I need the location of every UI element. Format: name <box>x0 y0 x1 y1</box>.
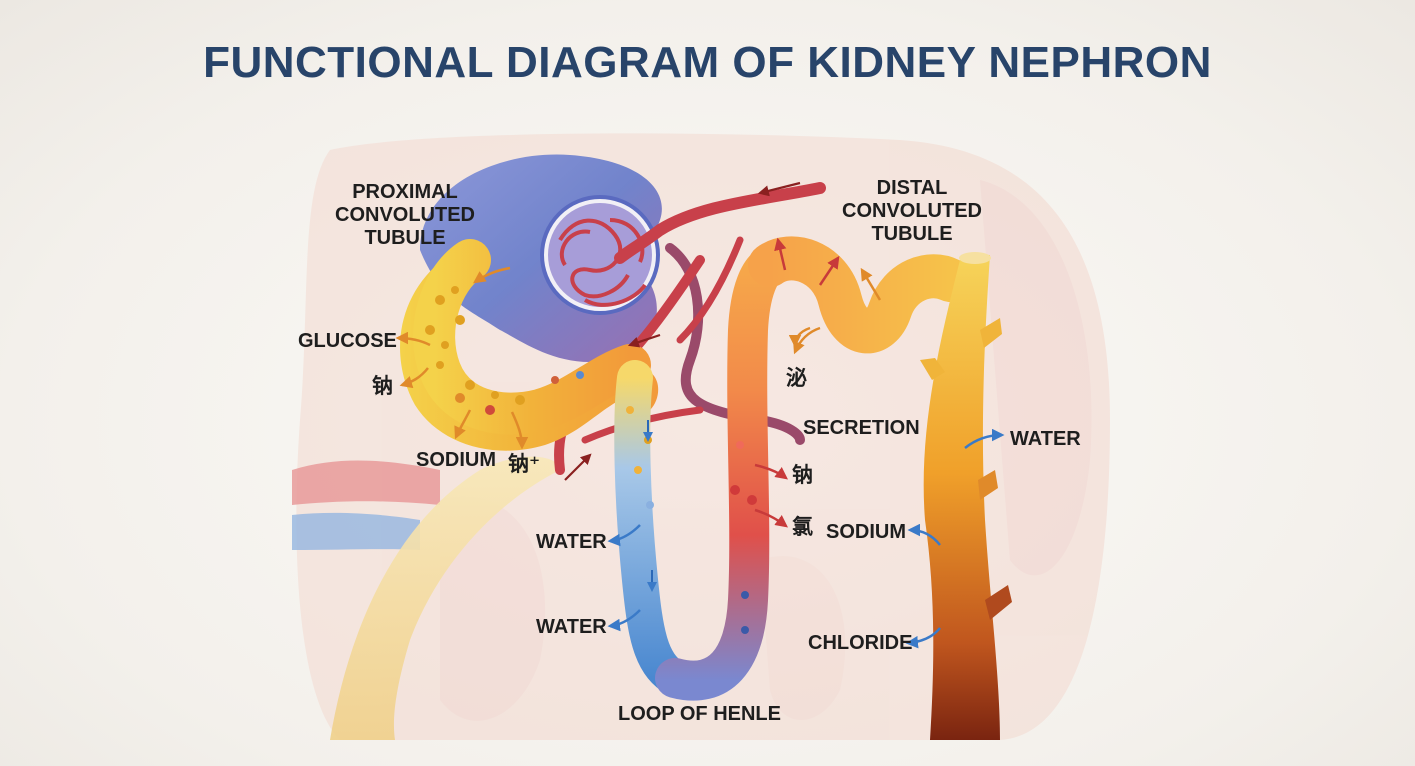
renal-vessels <box>292 460 440 550</box>
label-sodium-right: SODIUM <box>826 521 906 543</box>
ascending-reabsorption-arrows <box>754 463 789 528</box>
label-chloride-cn: 氯 <box>792 515 813 539</box>
label-secretion-cn: 泌 <box>786 366 807 390</box>
diagram-title: FUNCTIONAL DIAGRAM OF KIDNEY NEPHRON <box>203 38 1212 87</box>
label-glucose: GLUCOSE <box>298 330 397 352</box>
dct-arrows <box>774 237 882 355</box>
label-sodium-left: SODIUM <box>416 449 496 471</box>
label-proximal-convoluted-tubule: PROXIMAL CONVOLUTED TUBULE <box>330 181 480 250</box>
label-proximal-line2: CONVOLUTED <box>335 204 475 226</box>
label-secretion: SECRETION <box>803 417 920 439</box>
water-arrows <box>607 428 1005 649</box>
label-water-right: WATER <box>1010 428 1081 450</box>
descending-flow-arrows <box>643 420 657 592</box>
label-distal-convoluted-tubule: DISTAL CONVOLUTED TUBULE <box>832 177 992 246</box>
label-sodium-cn-2: 钠 <box>792 463 813 487</box>
label-sodium-cn-1: 钠 <box>372 374 393 398</box>
label-distal-line2: CONVOLUTED <box>842 200 982 222</box>
descending-limb <box>614 360 693 696</box>
label-sodium-ion-cn: 钠⁺ <box>508 452 541 476</box>
label-loop-of-henle: LOOP OF HENLE <box>618 703 781 725</box>
glomerulus <box>558 218 647 307</box>
label-proximal-line3: TUBULE <box>364 227 446 249</box>
label-chloride: CHLORIDE <box>808 632 913 654</box>
label-distal-line1: DISTAL <box>876 177 948 199</box>
label-water-1: WATER <box>536 531 607 553</box>
label-distal-line3: TUBULE <box>871 223 953 245</box>
collecting-duct <box>920 252 1012 740</box>
pct-particles <box>425 286 584 415</box>
label-water-2: WATER <box>536 616 607 638</box>
proximal-tubule-body <box>413 239 651 435</box>
distal-tubule <box>748 236 972 354</box>
pct-reabsorption-arrows <box>395 266 811 450</box>
vessel-flow-arrows <box>564 181 801 481</box>
pale-tube <box>330 456 560 740</box>
bowmans-capsule <box>420 154 662 363</box>
label-proximal-line1: PROXIMAL <box>352 181 458 203</box>
